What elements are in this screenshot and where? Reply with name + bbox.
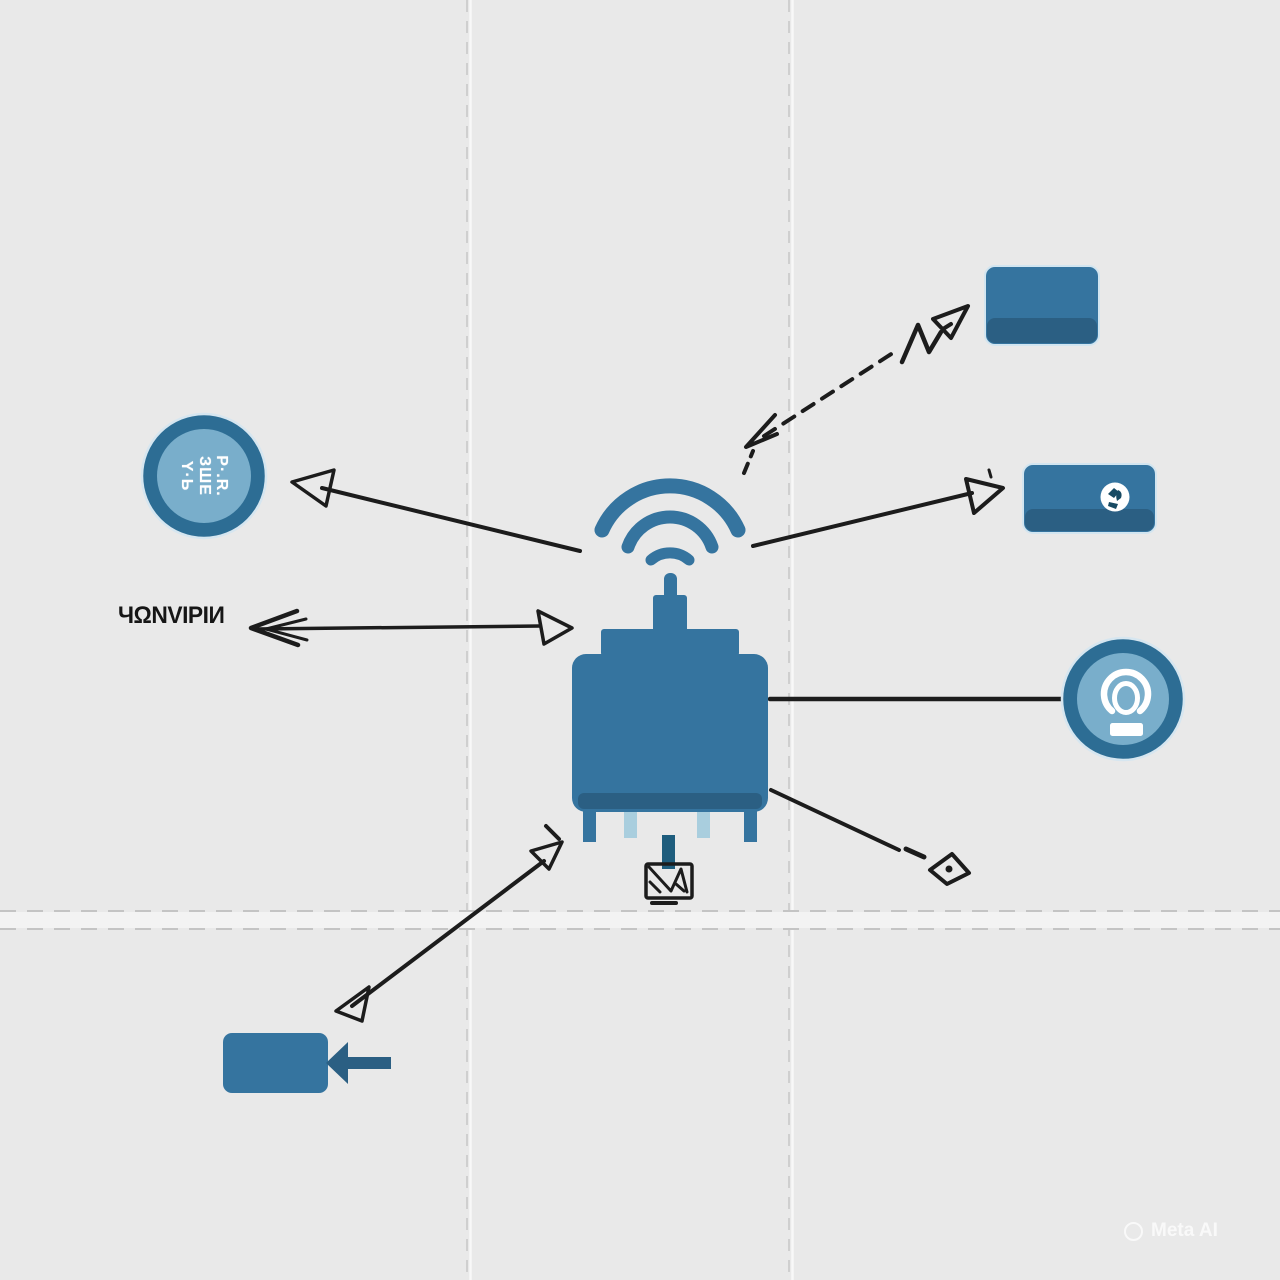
- tray-box: [644, 862, 694, 905]
- tick-mark: [987, 468, 993, 479]
- device-leg-inner-right: [697, 806, 710, 838]
- antenna-base: [653, 595, 687, 633]
- globe-doodle-blob-1: [1108, 488, 1119, 498]
- diamond-dash: [903, 846, 927, 860]
- device-body-shadow: [578, 793, 762, 809]
- storage-dash: [544, 824, 561, 841]
- indicator-inner-disc: [1077, 653, 1169, 745]
- connector-to-storage: [350, 859, 546, 1008]
- device-lid: [601, 629, 739, 656]
- chevron-tail-outer: [248, 608, 301, 648]
- chevron-tail-inner: [264, 617, 309, 642]
- arrowhead-network-open: [964, 477, 1005, 515]
- arrowhead-left-open: [290, 468, 336, 508]
- download-tray-icon: [644, 835, 694, 905]
- device-leg-right: [744, 806, 757, 842]
- wifi-hub-device: [572, 478, 768, 842]
- antenna-tip: [664, 573, 677, 602]
- meta-ai-watermark: Meta AI: [1124, 1220, 1218, 1242]
- card-bottom-shade: [1025, 509, 1154, 531]
- diamond-pointer-icon: [928, 852, 971, 886]
- light-bulb-indicator: [1060, 636, 1186, 762]
- arrowhead-upright-open: [931, 304, 970, 340]
- badge-text-line: Y·Ь: [178, 460, 196, 492]
- wifi-arc-small: [645, 547, 695, 566]
- blue-left-arrow-icon: [326, 1042, 391, 1084]
- connector-to-diamond: [769, 788, 901, 852]
- arrowhead-downleft-small-open: [334, 985, 371, 1023]
- tray-scribbles: [647, 865, 689, 894]
- dashed-stub: [742, 449, 755, 475]
- arrowhead-upright-small-open: [529, 840, 564, 871]
- device-leg-left: [583, 806, 596, 842]
- arrowhead-right-open: [536, 609, 574, 646]
- diamond-dot: [945, 865, 953, 873]
- wifi-arc-large: [594, 478, 746, 538]
- globe-doodle-blob-3: [1108, 502, 1118, 509]
- arrowhead-downleft-open: [744, 413, 779, 449]
- meta-ai-watermark-text: Meta AI: [1151, 1220, 1218, 1241]
- device-leg-inner-left: [624, 806, 637, 838]
- badge-inner-disc: [157, 429, 251, 523]
- blank-module-card: [984, 265, 1100, 346]
- light-bulb-icon: [1100, 668, 1152, 736]
- garbled-badge-text: P·.R. ЗШЕ Y·Ь: [152, 422, 256, 530]
- wifi-signal-icon: [594, 478, 746, 566]
- badge-text-line: P·.R.: [212, 455, 230, 497]
- bulb-inner-ring: [1112, 681, 1140, 715]
- connector-to-badge: [320, 486, 582, 553]
- device-body: [572, 654, 768, 812]
- horizontal-seam-band: [0, 912, 1280, 928]
- card-bottom-shade: [987, 318, 1097, 343]
- garbled-text-badge: [140, 412, 268, 540]
- arrow-head: [326, 1042, 348, 1084]
- wifi-arc-medium: [621, 510, 719, 554]
- card-body: [223, 1033, 328, 1093]
- bulb-base-bar: [1110, 723, 1143, 736]
- bulb-outer-ring: [1100, 668, 1152, 715]
- badge-text-line: ЗШЕ: [195, 456, 213, 496]
- network-module-card: [1022, 463, 1157, 534]
- globe-doodle-blob-2: [1116, 490, 1122, 501]
- left-port-label: ЧΩNVIPIИ: [118, 602, 225, 629]
- tray-outline: [644, 862, 694, 900]
- zigzag-mark: [899, 322, 944, 365]
- connectors: [248, 304, 1064, 1023]
- connector-to-network: [751, 491, 974, 548]
- dashed-connector: [762, 347, 901, 438]
- input-card: [223, 1033, 391, 1093]
- tray-drop-bar: [662, 835, 675, 869]
- meta-ai-logo-icon: [1124, 1221, 1143, 1241]
- arrow-tail: [347, 1057, 391, 1069]
- globe-doodle-icon: [1108, 488, 1122, 509]
- connector-from-label: [256, 624, 542, 631]
- globe-chip: [1100, 482, 1130, 512]
